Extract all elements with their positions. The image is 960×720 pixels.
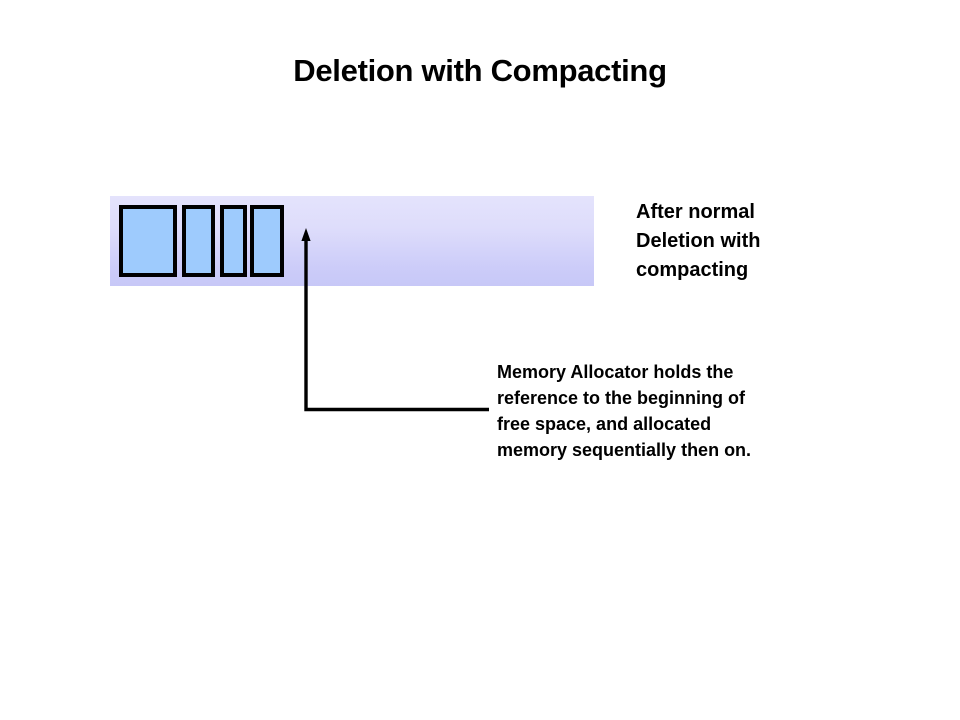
allocator-note: Memory Allocator holds the reference to …	[497, 362, 752, 460]
memory-block	[119, 205, 177, 277]
page-title: Deletion with Compacting	[0, 52, 960, 90]
memory-block	[220, 205, 247, 277]
memory-block	[182, 205, 215, 277]
page-title-strong: Compacting	[490, 53, 667, 88]
after-deletion-label: After normal Deletion with compacting	[636, 201, 761, 281]
memory-block	[250, 205, 284, 277]
page-title-normal: Deletion with	[293, 53, 491, 88]
